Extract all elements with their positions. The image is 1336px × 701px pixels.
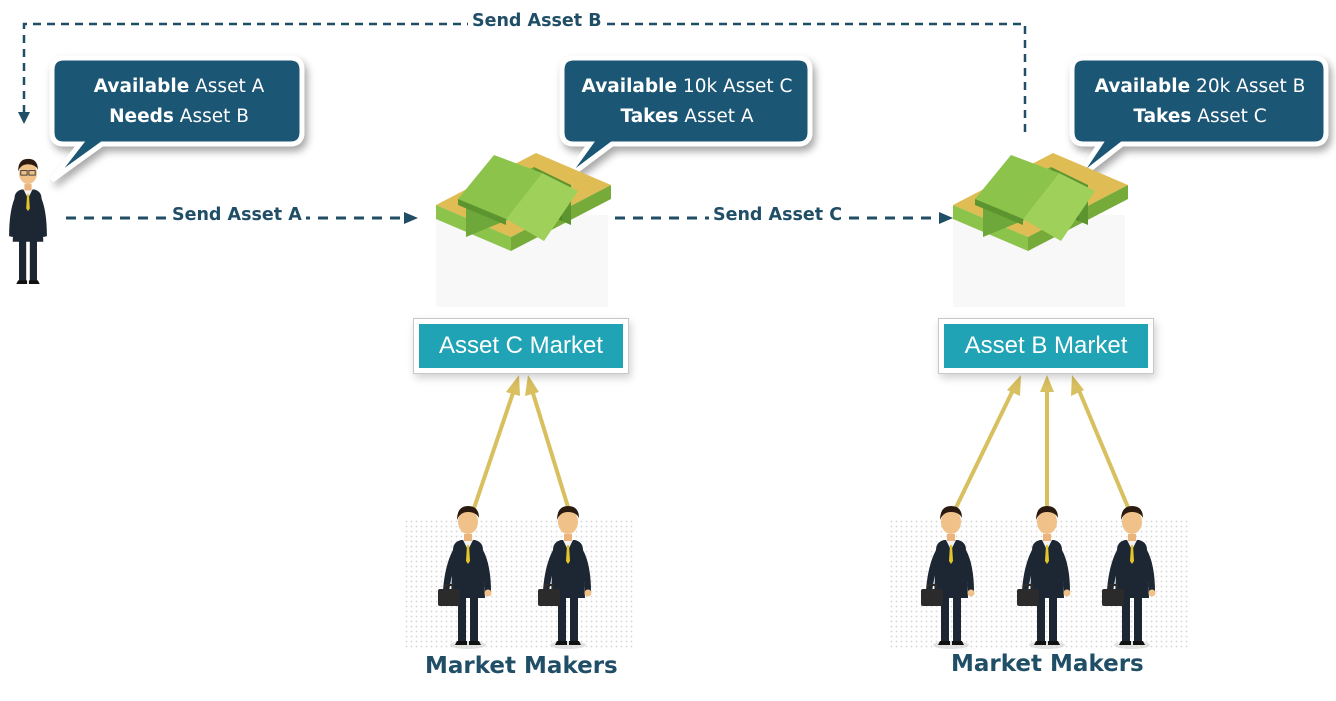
left-market-makers-label: Market Makers (425, 653, 618, 679)
send-asset-a-arrowhead (404, 212, 418, 224)
send-asset-c-arrowhead (939, 212, 953, 224)
send-asset-b-arrowhead (18, 112, 30, 124)
trader-bubble-text: Available Asset A Needs Asset B (93, 76, 265, 127)
asset-c-speech-bubble (559, 55, 813, 182)
asset-b-market-house (953, 153, 1128, 307)
send-asset-a-label: Send Asset A (168, 205, 306, 225)
left-market-makers-backdrop (405, 520, 635, 650)
right-market-maker-arrows (946, 375, 1137, 525)
send-asset-b-label: Send Asset B (468, 11, 606, 31)
send-asset-c-label: Send Asset C (709, 205, 847, 225)
trader-speech-bubble (49, 55, 305, 183)
asset-c-bubble-text: Available 10k Asset C Takes Asset A (581, 76, 793, 127)
asset-b-bubble-text: Available 20k Asset B Takes Asset C (1094, 76, 1306, 127)
asset-b-market-label: Asset B Market (944, 324, 1148, 368)
asset-c-market-house (436, 153, 611, 307)
left-market-maker-arrows (468, 375, 574, 521)
trader-figure (9, 158, 47, 284)
right-market-makers-label: Market Makers (951, 651, 1144, 677)
asset-c-market-label: Asset C Market (419, 324, 623, 368)
asset-b-speech-bubble (1069, 55, 1329, 182)
